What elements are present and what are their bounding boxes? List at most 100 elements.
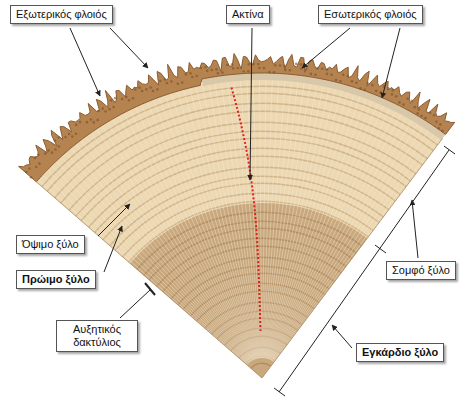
bark-texture <box>101 107 104 110</box>
bark-texture <box>38 162 41 165</box>
bark-texture <box>189 72 192 75</box>
wood-ray <box>215 84 259 359</box>
part-label: Σομφό ξύλο <box>386 261 456 280</box>
bark-texture <box>418 108 421 111</box>
bark-texture <box>258 67 261 70</box>
wood-ray <box>253 80 261 358</box>
bark-texture <box>86 121 89 124</box>
bark-texture <box>429 111 432 114</box>
bark-texture <box>435 120 438 123</box>
wood-ray <box>184 90 257 358</box>
leader-line <box>412 200 418 258</box>
bark-texture <box>305 68 308 71</box>
bark-texture <box>326 73 329 76</box>
bark-texture <box>30 176 33 179</box>
wood-ray <box>274 138 439 362</box>
bark-texture <box>284 69 287 72</box>
bark-texture <box>375 90 378 93</box>
bark-texture <box>181 81 184 84</box>
bark-texture <box>176 83 179 86</box>
bark-texture <box>295 63 298 66</box>
bark-texture <box>441 130 444 133</box>
bark-texture <box>28 167 31 170</box>
bark-texture <box>110 99 113 102</box>
bark-texture <box>191 76 194 79</box>
ring-tick <box>145 283 155 295</box>
bark-texture <box>326 68 329 71</box>
bark-texture <box>206 70 209 73</box>
bark-texture <box>125 96 128 99</box>
part-label: Πρώιμο ξύλο <box>16 270 96 289</box>
wood-ray <box>130 111 253 360</box>
bark-texture <box>414 106 417 109</box>
bark-texture <box>391 93 394 96</box>
bark-texture <box>226 64 229 67</box>
leader-line <box>104 226 122 272</box>
bark-texture <box>387 87 390 90</box>
bark-texture <box>92 121 95 124</box>
bark-texture <box>104 110 107 113</box>
bark-texture <box>112 106 115 109</box>
bark-texture <box>217 72 220 75</box>
bark-texture <box>310 73 313 76</box>
leader-line <box>70 28 100 96</box>
bark-texture <box>346 75 349 78</box>
wood-ray <box>271 111 395 360</box>
wood-ray <box>260 80 262 358</box>
bark-texture <box>398 101 401 104</box>
marked-ray <box>231 88 260 331</box>
bark-texture <box>79 121 82 124</box>
part-label: Εγκάρδιο ξύλο <box>356 343 444 362</box>
bark-texture <box>420 114 423 117</box>
bark-texture <box>185 73 188 76</box>
bark-texture <box>274 64 277 67</box>
wood-ray <box>142 105 254 359</box>
bark-texture <box>355 81 358 84</box>
wood-ray <box>202 86 258 358</box>
bark-texture <box>252 63 255 66</box>
wood-ray <box>272 124 417 361</box>
bracket-tick <box>444 146 455 154</box>
wood-ray <box>271 109 390 360</box>
bark-texture <box>367 82 370 85</box>
bark-texture <box>321 68 324 71</box>
leader-line <box>250 28 252 180</box>
bark-texture <box>439 123 442 126</box>
wood-ray <box>190 89 257 359</box>
bark-texture <box>379 91 382 94</box>
bark-texture <box>402 103 405 106</box>
part-label: Εσωτερικός φλοιός <box>318 5 423 24</box>
bark-texture <box>51 151 54 154</box>
outer-bark <box>19 53 455 181</box>
wood-ray <box>268 95 354 359</box>
wood-ray <box>270 106 384 360</box>
bark-texture <box>247 70 250 73</box>
bark-texture <box>132 97 135 100</box>
bark-texture <box>268 71 271 74</box>
bark-texture <box>121 98 124 101</box>
bark-texture <box>68 133 71 136</box>
wood-ray <box>119 117 253 361</box>
bark-texture <box>221 71 224 74</box>
bark-texture <box>204 66 207 69</box>
wood-ray <box>274 134 434 361</box>
bark-texture <box>145 88 148 91</box>
bark-texture <box>395 95 398 98</box>
wood-ray <box>52 166 248 364</box>
bark-texture <box>149 86 152 89</box>
bark-texture <box>71 135 74 138</box>
wood-ray <box>165 96 255 359</box>
leader-line <box>382 28 400 98</box>
part-label: Ακτίνα <box>226 5 270 24</box>
bark-texture <box>134 88 137 91</box>
bark-texture <box>141 90 144 93</box>
bark-texture <box>96 119 99 122</box>
bark-texture <box>316 67 319 70</box>
wood-ray <box>268 93 348 359</box>
bark-texture <box>200 67 203 70</box>
bark-texture <box>170 80 173 83</box>
bark-texture <box>371 84 374 87</box>
part-label: Εξωτερικός φλοιός <box>10 5 113 24</box>
bark-texture <box>242 70 245 73</box>
bark-texture <box>248 63 251 66</box>
